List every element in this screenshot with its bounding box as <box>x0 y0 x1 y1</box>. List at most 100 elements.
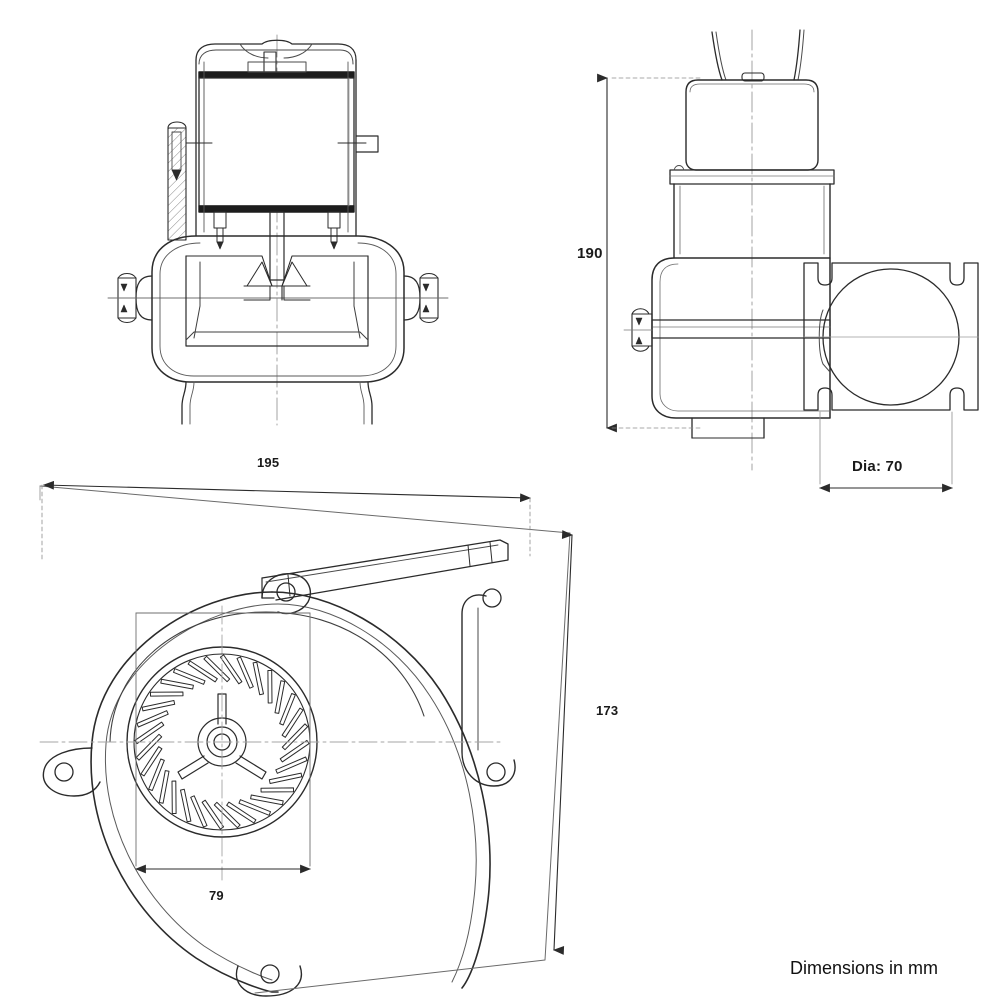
side-motor-flange <box>669 169 835 185</box>
plan-impeller-blades <box>134 654 310 830</box>
dimension-dia-70 <box>818 411 954 493</box>
bonnet-top-profile <box>195 39 357 61</box>
bonnet-scallop-left <box>239 43 269 59</box>
plan-mount-hole-right-top <box>482 588 502 608</box>
motor-shaft <box>269 211 285 281</box>
plan-impeller-blade <box>213 801 241 829</box>
dimension-label-173: 173 <box>596 703 619 718</box>
venturi-right-profile <box>281 255 369 287</box>
plan-impeller-blade <box>150 691 184 697</box>
left-side-port <box>107 273 153 323</box>
side-scroll-body-inner <box>659 263 831 412</box>
side-bore-tick <box>822 363 831 373</box>
plan-scroll-outer <box>90 591 279 993</box>
scroll-housing-outline <box>151 235 405 383</box>
plan-impeller-blade <box>260 787 294 793</box>
dimension-label-195: 195 <box>257 455 280 470</box>
dimension-label-190: 190 <box>577 245 603 262</box>
plan-scroll-inner <box>104 603 279 981</box>
outlet-left-inner <box>189 381 195 425</box>
plan-impeller-blade <box>275 756 308 774</box>
plan-mount-lug-left <box>42 747 101 797</box>
left-cut-flange <box>167 127 187 241</box>
plan-impeller-blade <box>134 721 165 745</box>
cone-right <box>353 261 361 339</box>
plan-impeller-blade <box>226 801 257 824</box>
side-scroll-body <box>651 257 831 419</box>
plan-impeller-blade <box>171 780 177 814</box>
motor-body <box>198 77 355 207</box>
side-view <box>597 29 979 493</box>
dimension-79 <box>134 612 312 874</box>
dimension-173 <box>552 530 574 955</box>
plan-impeller-blade <box>135 733 163 761</box>
plan-impeller-blade <box>140 746 163 777</box>
right-boss <box>355 135 379 153</box>
plan-impeller-blade <box>279 693 296 726</box>
plan-impeller-blade <box>141 700 176 712</box>
plan-mount-hole-right-bottom <box>486 762 506 782</box>
plan-view <box>39 480 574 997</box>
plan-impeller-blade <box>160 678 194 690</box>
plan-impeller-blade <box>148 758 165 791</box>
plan-impeller-blade <box>252 661 264 696</box>
lead-wire-left-b <box>715 31 727 81</box>
bonnet-top-inner <box>198 49 354 65</box>
plan-impeller-blade <box>136 710 169 728</box>
plan-impeller-blade <box>203 655 231 683</box>
plan-impeller-blade <box>190 795 208 828</box>
motor-bottom-cap <box>198 205 355 213</box>
units-note: Dimensions in mm <box>790 958 939 978</box>
side-motor-body <box>685 79 819 171</box>
plan-impeller-blade <box>187 660 218 683</box>
cone-left <box>193 261 201 339</box>
dimension-190 <box>597 73 701 433</box>
plan-impeller-blade <box>267 670 273 704</box>
venturi-hub-right <box>283 285 311 301</box>
plan-envelope-outline <box>39 485 571 994</box>
outlet-left <box>181 381 187 425</box>
cone-base <box>185 331 369 341</box>
outlet-right-inner <box>359 381 365 425</box>
plan-impeller-blade <box>281 723 309 751</box>
bonnet-scallop-right <box>283 43 313 59</box>
plan-spoke-right <box>235 755 267 780</box>
plan-impeller-blade <box>281 707 304 738</box>
plan-scroll-throat <box>109 611 425 743</box>
plan-impeller-blade <box>279 739 310 763</box>
plan-impeller-blade <box>238 799 271 816</box>
lead-wire-right-b <box>797 29 805 81</box>
plan-mount-lug-bottom <box>235 964 303 997</box>
side-motor-inner-top <box>689 83 815 93</box>
plan-impeller-blade <box>219 654 243 685</box>
front-sectional-view <box>107 34 449 426</box>
plan-scroll-outer-right <box>271 591 491 989</box>
motor-terminal-plate <box>247 61 307 73</box>
plan-mount-hole-upper <box>276 582 296 602</box>
plan-impeller-blade <box>274 680 286 714</box>
side-flange-notch <box>673 165 685 171</box>
lead-wire-right <box>793 29 801 81</box>
plan-mount-hole-left <box>54 762 74 782</box>
motor-top-cap <box>198 71 355 79</box>
venturi-hub-left <box>243 285 271 301</box>
plan-mount-lug-right <box>461 588 516 787</box>
plan-impeller-blade <box>180 788 192 823</box>
scroll-housing-inner <box>159 242 397 377</box>
plan-mount-hole-bottom <box>260 964 280 984</box>
plan-brace-arm <box>261 539 509 601</box>
dimension-label-dia-70: Dia: 70 <box>852 458 903 475</box>
side-terminal-boss <box>741 72 765 82</box>
plan-impeller-blade <box>173 668 206 685</box>
left-flange-top-cap <box>167 121 187 129</box>
motor-mount-bolts <box>213 211 341 250</box>
plan-impeller-blade <box>250 794 284 806</box>
left-flange-bolt-tip <box>171 169 182 181</box>
plan-impeller-blade <box>268 772 303 784</box>
plan-impeller-blade <box>236 656 254 689</box>
right-side-port <box>403 273 449 323</box>
side-port-tube <box>651 319 831 339</box>
side-left-port <box>623 308 653 352</box>
